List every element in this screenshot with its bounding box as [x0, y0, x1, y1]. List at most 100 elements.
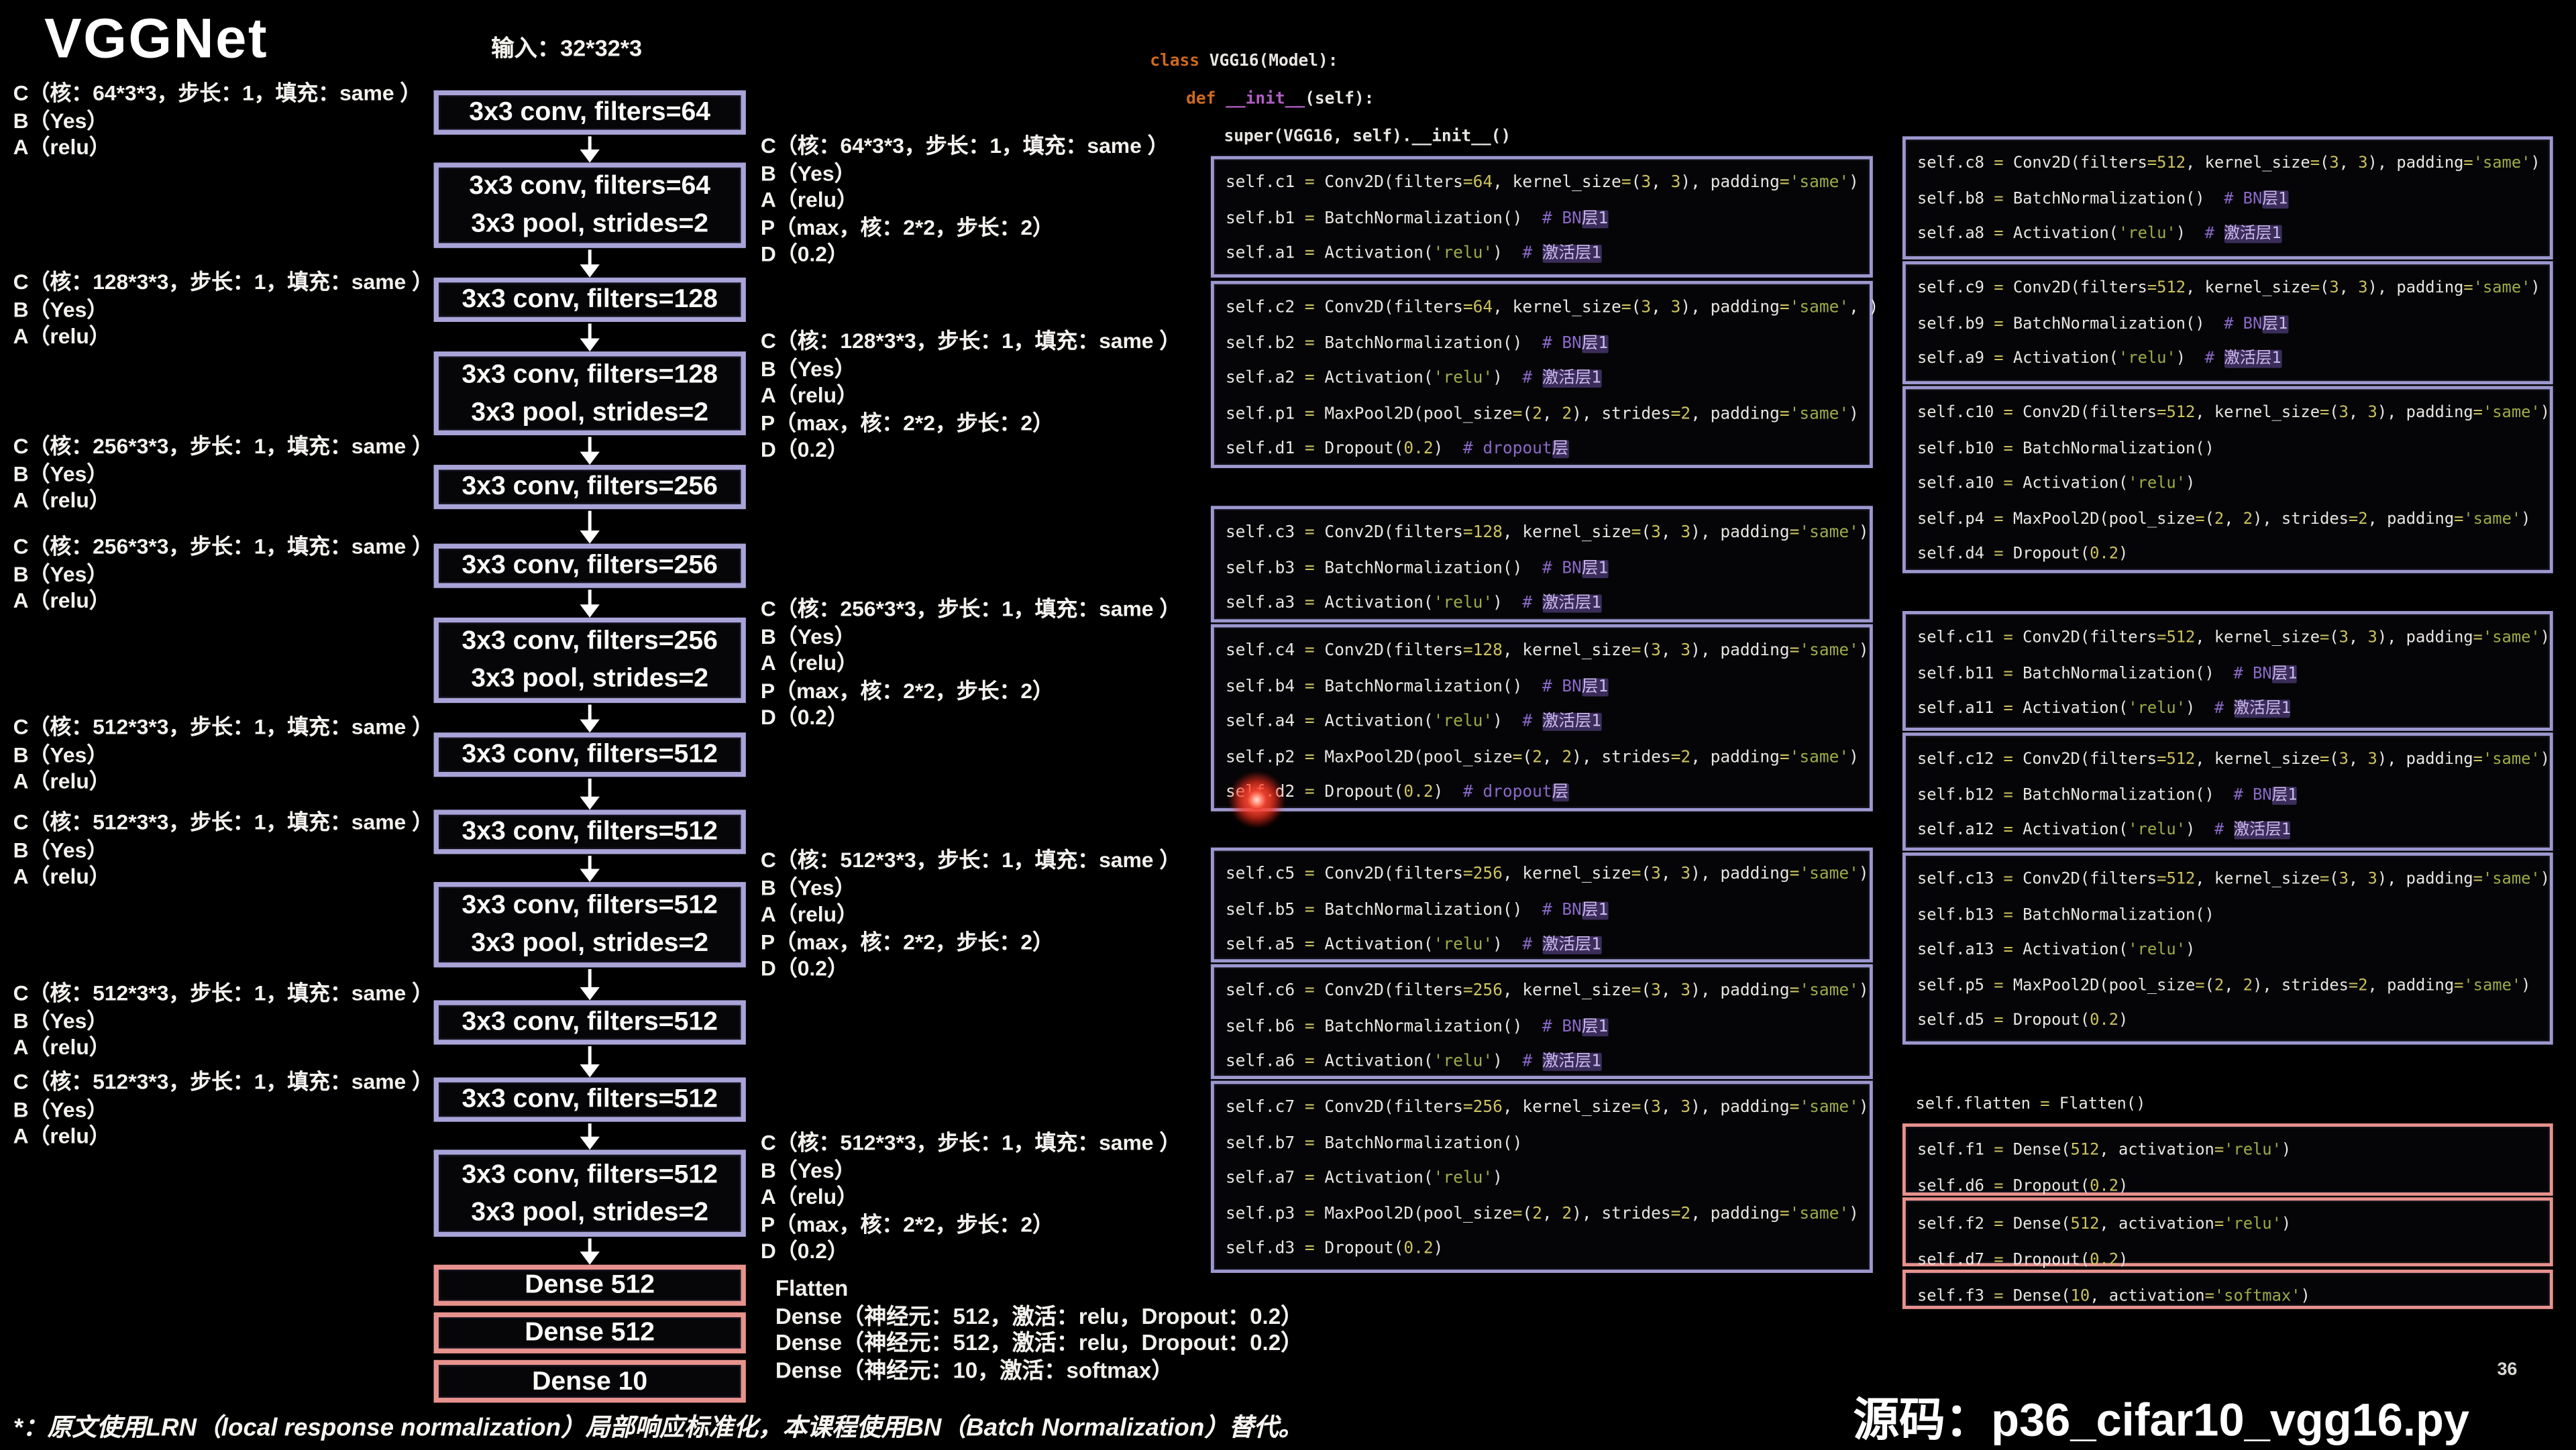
code-line: self.c10 = Conv2D(filters=512, kernel_si…: [1917, 404, 2551, 423]
code-line: self.p1 = MaxPool2D(pool_size=(2, 2), st…: [1225, 404, 1859, 423]
code-line: self.p5 = MaxPool2D(pool_size=(2, 2), st…: [1917, 976, 2531, 995]
code-box-conv: self.c5 = Conv2D(filters=256, kernel_siz…: [1210, 847, 1873, 963]
annotation-line: B（Yes）: [760, 1157, 856, 1182]
annotation-line: C（核：256*3*3，步长：1，填充：same ）: [13, 433, 433, 459]
annotation-line: A（relu）: [13, 323, 111, 349]
summary-line: Flatten: [775, 1276, 849, 1301]
code-line: self.f2 = Dense(512, activation='relu'): [1917, 1215, 2292, 1234]
down-arrow-icon: [588, 1046, 592, 1074]
code-line: self.c2 = Conv2D(filters=64, kernel_size…: [1225, 298, 1879, 317]
annotation-line: C（核：512*3*3，步长：1，填充：same ）: [13, 810, 433, 835]
code-line: self.b3 = BatchNormalization() # BN层1: [1225, 559, 1609, 577]
code-line: self.c1 = Conv2D(filters=64, kernel_size…: [1225, 174, 1859, 192]
code-line: self.c3 = Conv2D(filters=128, kernel_siz…: [1225, 524, 1869, 543]
footnote: *：原文使用LRN（local response normalization）局…: [13, 1414, 1303, 1443]
annotation-line: A（relu）: [13, 488, 111, 513]
annotation-line: C（核：64*3*3，步长：1，填充：same ）: [760, 133, 1169, 158]
flow-box-label: 3x3 pool, strides=2: [471, 398, 709, 427]
annotation-line: B（Yes）: [760, 875, 856, 899]
code-box-conv: self.c7 = Conv2D(filters=256, kernel_siz…: [1210, 1080, 1873, 1273]
code-box-conv: self.c11 = Conv2D(filters=512, kernel_si…: [1902, 611, 2553, 731]
flow-box-label: 3x3 conv, filters=64: [469, 98, 711, 127]
flow-box-conv: 3x3 conv, filters=256: [433, 465, 746, 510]
input-shape-label: 输入：32*32*3: [491, 34, 643, 61]
code-line: self.a13 = Activation('relu'): [1917, 941, 2196, 960]
flow-box-conv: 3x3 conv, filters=512: [433, 810, 746, 854]
code-box-conv: self.c1 = Conv2D(filters=64, kernel_size…: [1210, 156, 1873, 278]
code-line: self.a2 = Activation('relu') # 激活层1: [1225, 370, 1602, 388]
annotation-line: B（Yes）: [760, 355, 856, 380]
flow-box-label: Dense 10: [532, 1367, 648, 1396]
page-title: VGGNet: [44, 8, 269, 71]
flow-box-label: 3x3 pool, strides=2: [471, 1198, 709, 1227]
code-line: self.b8 = BatchNormalization() # BN层1: [1917, 189, 2288, 208]
annotation-line: C（核：512*3*3，步长：1，填充：same ）: [13, 981, 433, 1005]
code-line: super(VGG16, self).__init__(): [1224, 128, 1511, 146]
annotation-line: B（Yes）: [13, 836, 109, 862]
annotation-line: P（max，核：2*2，步长：2）: [760, 677, 1054, 702]
annotation-line: B（Yes）: [13, 107, 109, 133]
code-line: self.b10 = BatchNormalization(): [1917, 439, 2214, 458]
code-line: self.d7 = Dropout(0.2): [1917, 1250, 2129, 1269]
annotation-line: B（Yes）: [13, 741, 109, 767]
code-line: self.b6 = BatchNormalization() # BN层1: [1225, 1017, 1609, 1036]
code-line: self.a4 = Activation('relu') # 激活层1: [1225, 712, 1602, 731]
code-line: self.c8 = Conv2D(filters=512, kernel_siz…: [1917, 154, 2540, 173]
code-line: def __init__(self):: [1186, 90, 1375, 109]
code-line: self.d2 = Dropout(0.2) # dropout层: [1226, 783, 1569, 802]
annotation-line: D（0.2）: [760, 437, 849, 462]
code-line: self.d3 = Dropout(0.2): [1225, 1239, 1444, 1258]
down-arrow-icon: [588, 704, 592, 730]
code-line: self.a1 = Activation('relu') # 激活层1: [1225, 244, 1602, 263]
annotation-line: B（Yes）: [13, 296, 109, 321]
flow-box-label: 3x3 conv, filters=512: [462, 740, 718, 769]
annotation-line: B（Yes）: [13, 1096, 109, 1121]
annotation-line: P（max，核：2*2，步长：2）: [760, 1211, 1054, 1236]
annotation-block: C（核：512*3*3，步长：1，填充：same ）B（Yes）A（relu）P…: [761, 848, 1181, 983]
code-line: self.c7 = Conv2D(filters=256, kernel_siz…: [1225, 1099, 1869, 1117]
flow-box-dense: Dense 512: [433, 1312, 746, 1353]
code-line: self.a12 = Activation('relu') # 激活层1: [1917, 821, 2291, 840]
annotation-block: C（核：256*3*3，步长：1，填充：same ）B（Yes）A（relu）: [13, 534, 433, 615]
code-box-conv: self.c4 = Conv2D(filters=128, kernel_siz…: [1210, 624, 1873, 812]
code-line: self.p3 = MaxPool2D(pool_size=(2, 2), st…: [1225, 1205, 1859, 1223]
flow-box-label: 3x3 conv, filters=512: [462, 891, 718, 920]
code-line: self.b11 = BatchNormalization() # BN层1: [1917, 664, 2298, 683]
code-line: self.a8 = Activation('relu') # 激活层1: [1917, 225, 2282, 243]
annotation-line: B（Yes）: [13, 1007, 109, 1033]
flow-box-label: Dense 512: [525, 1319, 655, 1347]
source-file-label: 源码：p36_cifar10_vgg16.py: [1853, 1394, 2469, 1446]
code-box-conv: self.c13 = Conv2D(filters=512, kernel_si…: [1902, 852, 2553, 1045]
code-line: self.p4 = MaxPool2D(pool_size=(2, 2), st…: [1917, 510, 2531, 528]
annotation-line: A（relu）: [13, 134, 111, 160]
laser-pointer-dot: [1246, 789, 1267, 810]
annotation-block: C（核：512*3*3，步长：1，填充：same ）B（Yes）A（relu）: [13, 1069, 433, 1150]
code-line: self.b5 = BatchNormalization() # BN层1: [1225, 901, 1609, 919]
annotation-block: C（核：256*3*3，步长：1，填充：same ）B（Yes）A（relu）P…: [761, 596, 1181, 732]
code-line: self.d5 = Dropout(0.2): [1917, 1011, 2129, 1030]
annotation-line: B（Yes）: [760, 160, 856, 185]
down-arrow-icon: [588, 1238, 592, 1262]
annotation-line: A（relu）: [13, 1123, 111, 1148]
down-arrow-icon: [588, 510, 592, 541]
annotation-line: A（relu）: [13, 864, 111, 889]
annotation-line: A（relu）: [760, 1184, 858, 1209]
summary-line: Dense（神经元：512，激活：relu，Dropout：0.2）: [775, 1303, 1303, 1329]
flow-box-label: 3x3 conv, filters=256: [462, 627, 718, 656]
down-arrow-icon: [588, 1123, 592, 1147]
code-line: self.a5 = Activation('relu') # 激活层1: [1225, 936, 1602, 954]
annotation-block: C（核：512*3*3，步长：1，填充：same ）B（Yes）A（relu）P…: [761, 1130, 1181, 1266]
annotation-block: C（核：64*3*3，步长：1，填充：same ）B（Yes）A（relu）P（…: [761, 133, 1169, 268]
summary-line: Dense（神经元：512，激活：relu，Dropout：0.2）: [775, 1330, 1303, 1355]
code-line: self.c9 = Conv2D(filters=512, kernel_siz…: [1917, 279, 2540, 298]
annotation-line: P（max，核：2*2，步长：2）: [760, 928, 1054, 954]
annotation-block: C（核：128*3*3，步长：1，填充：same ）B（Yes）A（relu）: [13, 270, 433, 351]
page-number: 36: [2497, 1359, 2518, 1380]
annotation-line: B（Yes）: [13, 460, 109, 486]
annotation-block: C（核：128*3*3，步长：1，填充：same ）B（Yes）A（relu）P…: [761, 329, 1181, 464]
annotation-line: C（核：128*3*3，步长：1，填充：same ）: [760, 328, 1181, 353]
flow-box-conv: 3x3 conv, filters=256: [433, 543, 746, 588]
